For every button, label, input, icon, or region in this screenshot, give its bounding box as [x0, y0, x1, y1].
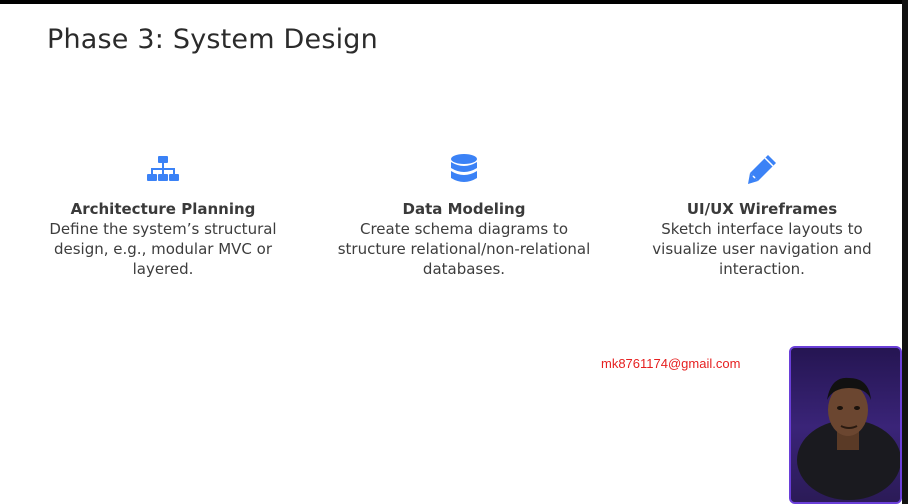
desc-line: layered.: [132, 260, 194, 278]
presenter-video-icon: [791, 348, 900, 502]
feature-description: Sketch interface layouts to visualize us…: [642, 219, 882, 279]
sitemap-icon: [147, 156, 179, 181]
email-watermark: mk8761174@gmail.com: [601, 356, 741, 371]
feature-heading: Architecture Planning: [70, 200, 256, 218]
window-edge: [902, 0, 908, 504]
feature-ui-ux-wireframes: UI/UX Wireframes Sketch interface layout…: [642, 152, 882, 279]
desc-line: interaction.: [719, 260, 805, 278]
feature-heading: Data Modeling: [402, 200, 526, 218]
desc-line: structure relational/non-relational: [337, 240, 591, 258]
desc-line: Sketch interface layouts to: [661, 220, 863, 238]
desc-line: Define the system’s structural: [49, 220, 277, 238]
desc-line: design, e.g., modular MVC or: [53, 240, 273, 258]
desc-line: databases.: [422, 260, 506, 278]
feature-description: Define the system’s structural design, e…: [40, 219, 286, 279]
feature-description: Create schema diagrams to structure rela…: [326, 219, 602, 279]
presentation-slide: Phase 3: System Design Architecture Plan…: [0, 4, 902, 504]
feature-data-modeling: Data Modeling Create schema diagrams to …: [326, 152, 602, 279]
database-icon: [451, 154, 477, 182]
pencil-icon: [748, 155, 776, 184]
desc-line: visualize user navigation and: [652, 240, 872, 258]
desc-line: Create schema diagrams to: [360, 220, 568, 238]
slide-title: Phase 3: System Design: [47, 24, 378, 55]
webcam-overlay[interactable]: H: [789, 346, 902, 504]
feature-heading: UI/UX Wireframes: [686, 200, 838, 218]
feature-architecture-planning: Architecture Planning Define the system’…: [40, 152, 286, 279]
